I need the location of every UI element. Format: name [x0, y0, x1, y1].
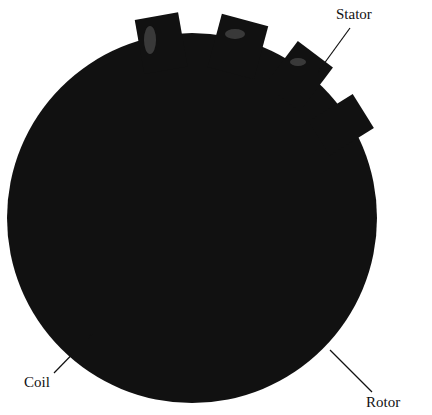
motor-section [7, 12, 377, 403]
leader-line [54, 334, 92, 373]
part-label: Stator [336, 6, 372, 23]
part-label: Coil [24, 374, 50, 391]
stator-teeth [135, 12, 374, 155]
highlight-patch [290, 58, 306, 66]
stator-tooth [265, 41, 333, 111]
highlight-patch [144, 26, 156, 54]
leader-line [330, 350, 372, 392]
leader-line [318, 28, 350, 72]
stator-tooth [135, 12, 188, 74]
leader-lines [54, 28, 372, 392]
motor-body [7, 33, 377, 403]
stator-tooth [208, 14, 269, 80]
highlight [144, 26, 306, 66]
stator-tooth [309, 94, 374, 155]
highlight-patch [225, 29, 245, 39]
part-label: Rotor [366, 394, 400, 411]
